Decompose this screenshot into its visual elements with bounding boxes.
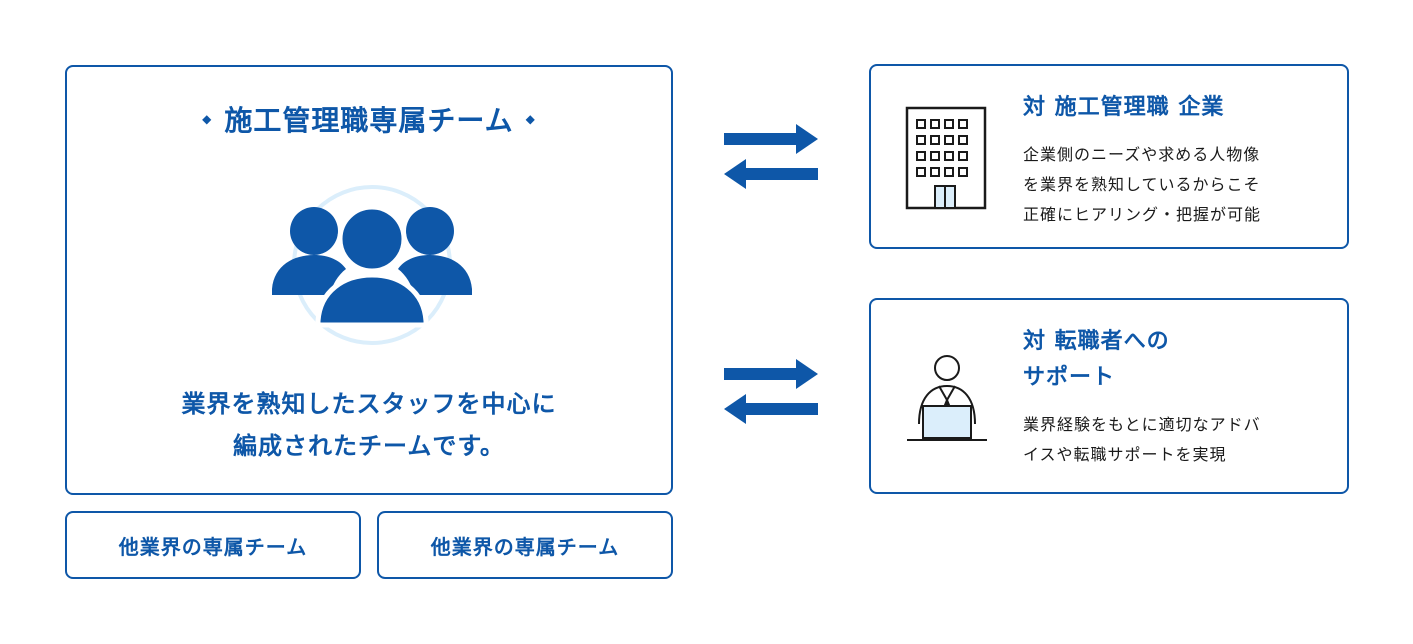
job-seeker-panel-description: 業界経験をもとに適切なアドバ イスや転職サポートを実現	[1023, 410, 1261, 470]
person-at-laptop-icon	[907, 355, 987, 441]
right-arrow	[724, 124, 818, 154]
company-description-line: 正確にヒアリング・把握が可能	[1023, 205, 1262, 224]
right-arrow	[724, 359, 818, 389]
team-people-icon	[272, 185, 472, 345]
right-person-body	[398, 255, 472, 295]
company-panel: 対 施工管理職 企業 企業側のニーズや求める人物像 を業界を熟知しているからこそ…	[869, 64, 1349, 249]
sub-team-label: 他業界の専属チーム	[430, 534, 620, 559]
right-person-head	[406, 207, 454, 255]
main-team-title: ◆ 施工管理職専属チーム ◆	[67, 99, 671, 139]
main-team-title-text: 施工管理職専属チーム	[224, 104, 514, 137]
center-person-body	[315, 272, 429, 328]
job-seeker-description-line: 業界経験をもとに適切なアドバ	[1023, 415, 1261, 434]
job-seeker-description-line: イスや転職サポートを実現	[1023, 445, 1227, 464]
office-building-icon	[905, 106, 987, 210]
sub-team-box: 他業界の専属チーム	[377, 511, 673, 579]
company-description-line: を業界を熟知しているからこそ	[1023, 175, 1261, 194]
left-person-body	[272, 255, 346, 295]
diamond-marker-left: ◆	[202, 112, 213, 126]
left-arrow	[724, 159, 818, 189]
sub-team-box: 他業界の専属チーム	[65, 511, 361, 579]
company-description-line: 企業側のニーズや求める人物像	[1023, 145, 1261, 164]
center-person-head	[337, 204, 407, 274]
job-seeker-panel-title: 対 転職者への サポート	[1023, 324, 1170, 396]
exchange-arrows-icon	[724, 124, 818, 189]
main-team-description: 業界を熟知したスタッフを中心に 編成されたチームです。	[67, 383, 671, 467]
job-seeker-title-line: サポート	[1023, 365, 1116, 390]
sub-team-label: 他業界の専属チーム	[118, 534, 308, 559]
exchange-arrows-icon	[724, 359, 818, 424]
company-panel-description: 企業側のニーズや求める人物像 を業界を熟知しているからこそ 正確にヒアリング・把…	[1023, 140, 1261, 230]
company-panel-title: 対 施工管理職 企業	[1023, 95, 1225, 120]
job-seeker-panel: 対 転職者への サポート 業界経験をもとに適切なアドバ イスや転職サポートを実現	[869, 298, 1349, 494]
left-arrow	[724, 394, 818, 424]
main-team-panel: ◆ 施工管理職専属チーム ◆ 業界を熟知したスタッフを中心に 編成されたチームです。	[65, 65, 673, 495]
diamond-marker-right: ◆	[525, 112, 536, 126]
left-person-head	[290, 207, 338, 255]
main-team-description-line: 業界を熟知したスタッフを中心に	[181, 390, 557, 418]
main-team-description-line: 編成されたチームです。	[233, 432, 505, 460]
job-seeker-title-line: 対 転職者への	[1023, 329, 1170, 354]
